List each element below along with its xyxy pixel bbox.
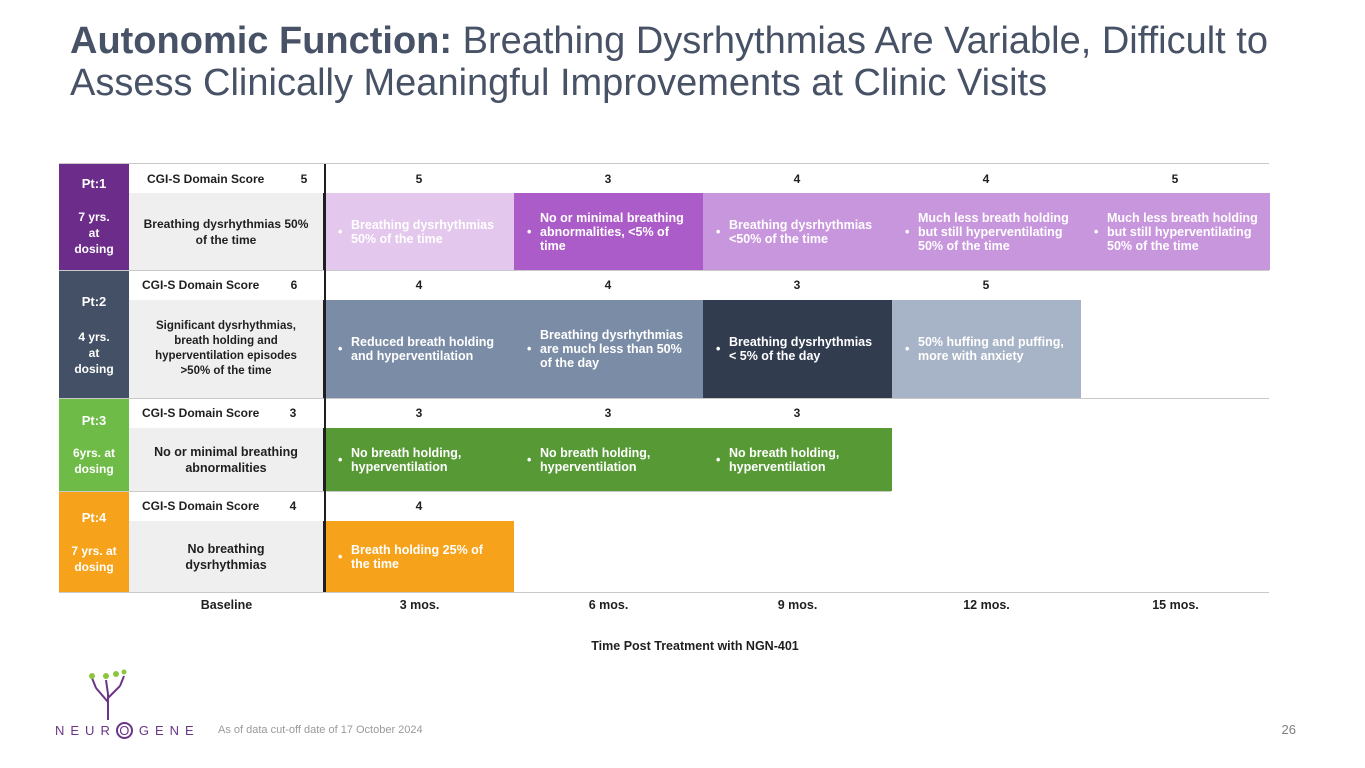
observation-cell: •Reduced breath holding and hyperventila… — [325, 300, 514, 398]
pt4-label: Pt:4 7 yrs. at dosing — [59, 492, 129, 592]
score-6mo: 4 — [604, 278, 612, 292]
baseline-description: No breathing dysrhythmias — [129, 521, 325, 592]
patient-name: Pt:2 — [81, 294, 107, 309]
baseline-description: Significant dysrhythmias, breath holding… — [129, 300, 325, 398]
observation-cell: •Much less breath holding but still hype… — [1081, 193, 1270, 270]
page-number: 26 — [1281, 722, 1296, 737]
patient-age: 7 yrs. at dosing — [74, 210, 114, 256]
patient-name: Pt:4 — [81, 510, 107, 525]
patient-age: 7 yrs. at dosing — [71, 544, 117, 574]
timepoint-label: 12 mos. — [963, 598, 1010, 612]
baseline-separator — [324, 164, 326, 592]
score-9mo: 3 — [793, 406, 801, 420]
plant-icon — [89, 669, 127, 720]
score-12mo: 4 — [982, 172, 990, 186]
observation-cell: •No breath holding, hyperventilation — [703, 428, 892, 491]
observation-cell: •No breath holding, hyperventilation — [325, 428, 514, 491]
baseline-score: 4 — [289, 499, 297, 513]
timepoint-label: 9 mos. — [777, 598, 818, 612]
footnote: As of data cut-off date of 17 October 20… — [218, 724, 423, 736]
timepoint-label: 6 mos. — [588, 598, 629, 612]
patient-age: 6yrs. at dosing — [72, 446, 116, 476]
patient-name: Pt:1 — [81, 176, 107, 191]
row-divider — [59, 398, 1269, 399]
score-6mo: 3 — [604, 406, 612, 420]
timepoint-label: Baseline — [200, 598, 253, 612]
axis-title: Time Post Treatment with NGN-401 — [591, 639, 799, 653]
score-9mo: 3 — [793, 278, 801, 292]
observation-cell: •No breath holding, hyperventilation — [514, 428, 703, 491]
observation-cell: •Breathing dysrhythmias 50% of the time — [325, 193, 514, 270]
score-3mo: 4 — [415, 499, 423, 513]
observation-cell: •Breathing dysrhythmias < 5% of the day — [703, 300, 892, 398]
row-divider — [59, 163, 1269, 164]
score-label: CGI-S Domain Score — [142, 278, 260, 292]
score-6mo: 3 — [604, 172, 612, 186]
patient-name: Pt:3 — [81, 413, 107, 428]
row-divider — [59, 270, 1269, 271]
score-3mo: 5 — [415, 172, 423, 186]
pt2-label: Pt:2 4 yrs. at dosing — [59, 271, 129, 398]
observation-cell: •Breathing dysrhythmias <50% of the time — [703, 193, 892, 270]
score-9mo: 4 — [793, 172, 801, 186]
score-12mo: 5 — [982, 278, 990, 292]
row-divider — [59, 592, 1269, 593]
observation-cell: •50% huffing and puffing, more with anxi… — [892, 300, 1081, 398]
slide-title: Autonomic Function: Breathing Dysrhythmi… — [70, 20, 1330, 104]
score-label: CGI-S Domain Score — [142, 406, 260, 420]
observation-cell: •Breathing dysrhythmias are much less th… — [514, 300, 703, 398]
score-15mo: 5 — [1171, 172, 1179, 186]
observation-cell: •No or minimal breathing abnormalities, … — [514, 193, 703, 270]
row-divider — [59, 491, 891, 492]
score-label: CGI-S Domain Score — [147, 172, 265, 186]
patient-age: 4 yrs. at dosing — [74, 330, 114, 376]
observation-cell: •Much less breath holding but still hype… — [892, 193, 1081, 270]
baseline-score: 3 — [289, 406, 297, 420]
timepoint-label: 3 mos. — [399, 598, 440, 612]
score-3mo: 4 — [415, 278, 423, 292]
pt3-label: Pt:3 6yrs. at dosing — [59, 399, 129, 491]
title-bold: Autonomic Function: — [70, 20, 453, 62]
baseline-score: 6 — [290, 278, 298, 292]
observation-cell: •Breath holding 25% of the time — [325, 521, 514, 592]
title-rest: Breathing Dysrhythmias Are Variable, Dif… — [70, 20, 1268, 104]
baseline-description: No or minimal breathing abnormalities — [129, 428, 325, 491]
score-3mo: 3 — [415, 406, 423, 420]
score-label: CGI-S Domain Score — [142, 499, 260, 513]
baseline-score: 5 — [300, 172, 308, 186]
baseline-description: Breathing dysrhythmias 50% of the time — [129, 193, 325, 270]
timepoint-label: 15 mos. — [1152, 598, 1199, 612]
pt1-label: Pt:1 7 yrs. at dosing — [59, 164, 129, 270]
